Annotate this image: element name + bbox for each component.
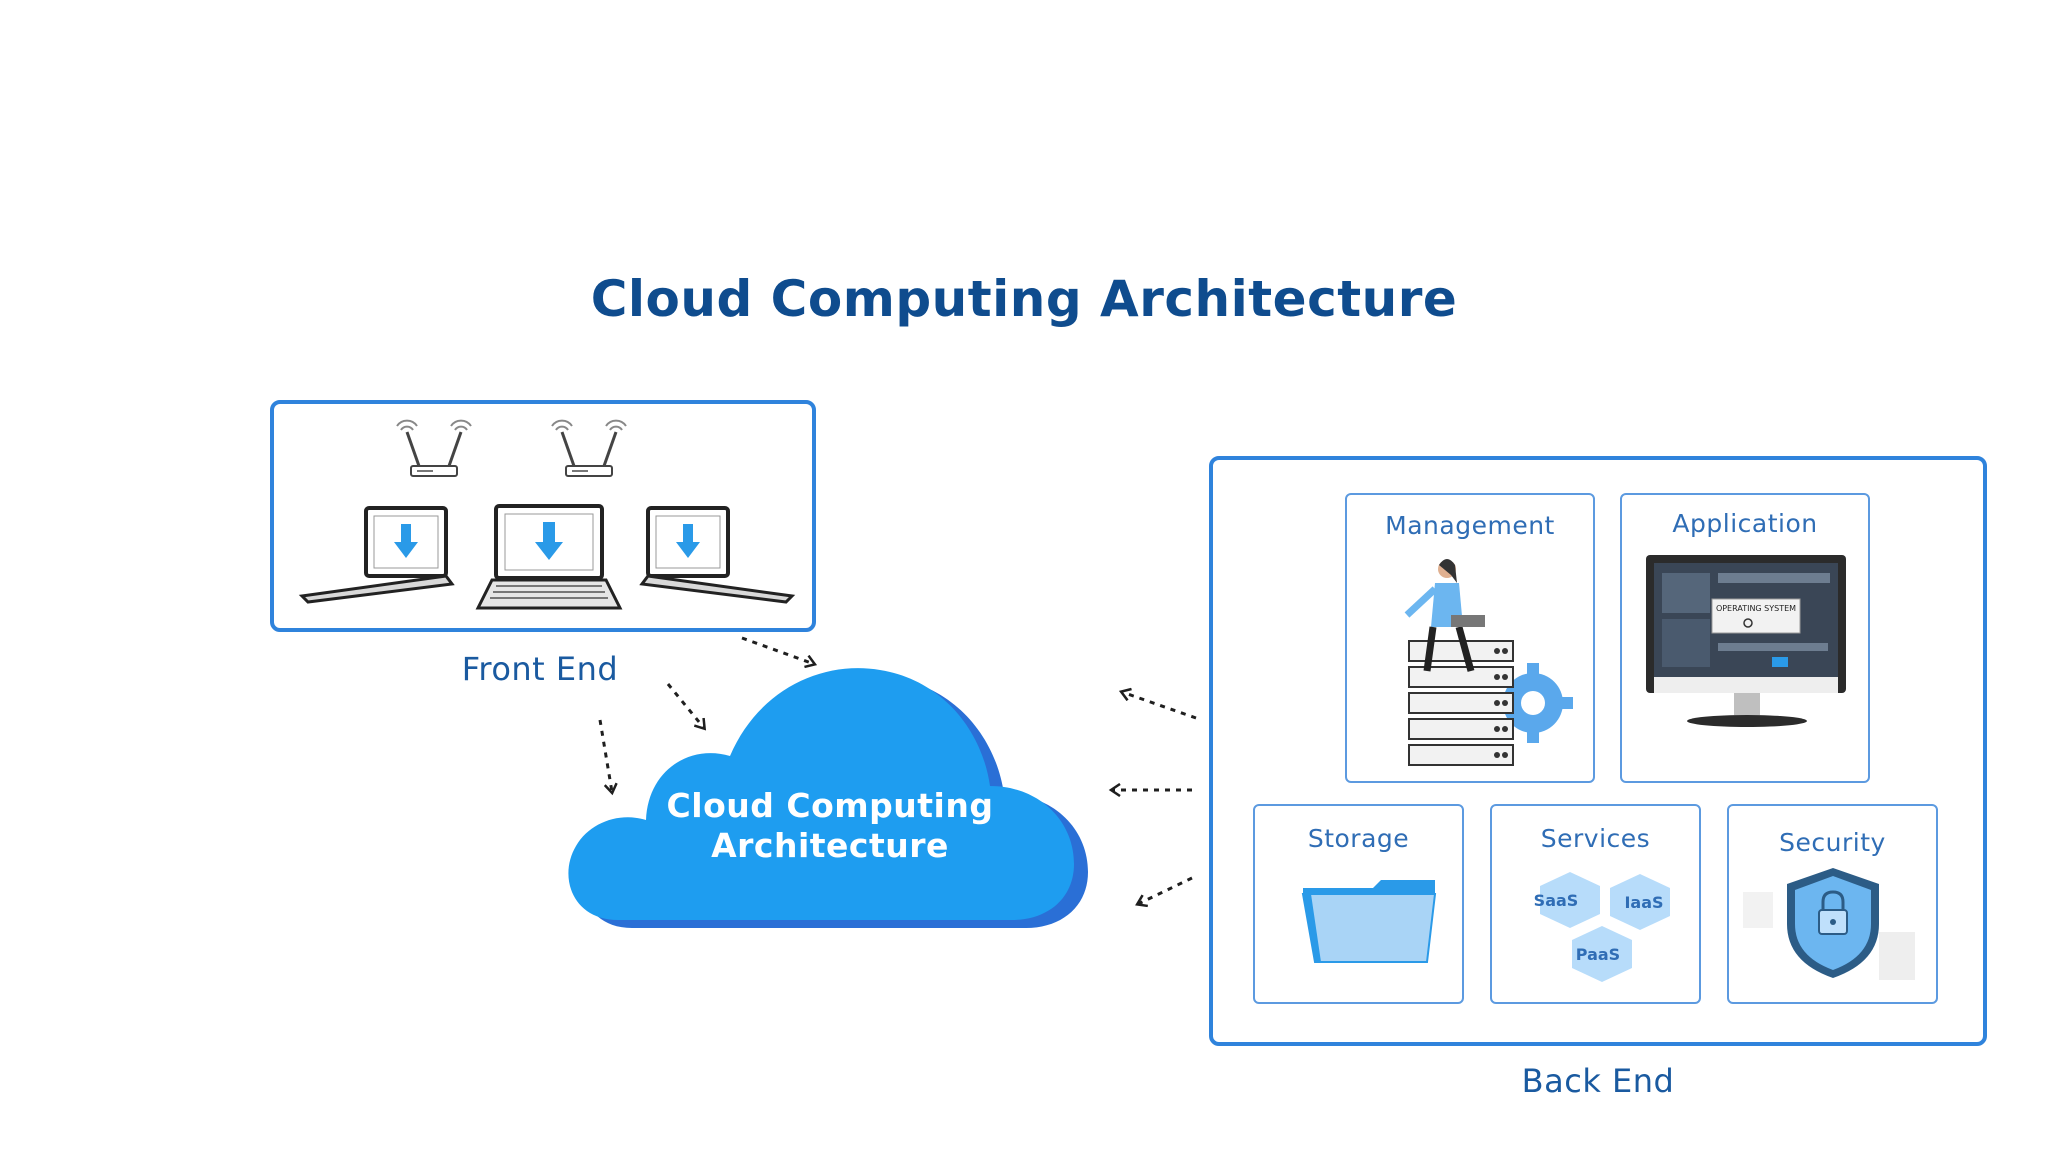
services-label: Services (1540, 824, 1651, 853)
service-hexagons: SaaS IaaS PaaS (1534, 872, 1670, 982)
hexagon-icon: IaaS (1610, 874, 1670, 930)
arrow-backend-to-cloud (1122, 692, 1197, 720)
services-panel: Services SaaS IaaS PaaS (1490, 804, 1701, 1004)
person-on-servers-icon (1404, 559, 1573, 766)
laptop-download-icon (298, 506, 455, 604)
front-end-devices (298, 419, 796, 610)
application-label: Application (1672, 509, 1818, 538)
cloud-icon (568, 668, 1088, 928)
cloud-label-line1: Cloud Computing (666, 786, 994, 825)
cloud-label: Cloud Computing Architecture (590, 786, 1070, 866)
arrow-backend-to-cloud (1138, 876, 1193, 904)
back-end-caption: Back End (1521, 1062, 1675, 1100)
security-label: Security (1779, 828, 1886, 857)
application-panel: Application OPERATING SYSTEM (1620, 493, 1870, 783)
storage-panel: Storage (1253, 804, 1464, 1004)
wifi-router-icon (396, 419, 472, 477)
shield-lock-icon (1743, 868, 1915, 980)
laptop-download-icon (639, 506, 796, 604)
folder-icon (1301, 880, 1437, 963)
hexagon-icon: SaaS (1534, 872, 1600, 928)
front-end-caption: Front End (461, 650, 619, 688)
service-label-paas: PaaS (1576, 945, 1620, 964)
management-panel: Management (1345, 493, 1595, 783)
cloud-label-line2: Architecture (711, 826, 949, 865)
service-label-saas: SaaS (1534, 891, 1579, 910)
front-end-box (270, 400, 816, 632)
security-panel: Security (1727, 804, 1938, 1004)
storage-label: Storage (1307, 824, 1410, 853)
hexagon-icon: PaaS (1572, 926, 1632, 982)
wifi-router-icon (551, 419, 627, 477)
screen-label: OPERATING SYSTEM (1716, 604, 1796, 613)
laptop-download-icon (475, 504, 623, 610)
management-label: Management (1385, 511, 1555, 540)
gear-icon (1493, 663, 1573, 743)
service-label-iaas: IaaS (1624, 893, 1663, 912)
monitor-icon: OPERATING SYSTEM (1646, 555, 1846, 727)
diagram-title: Cloud Computing Architecture (590, 270, 1458, 328)
